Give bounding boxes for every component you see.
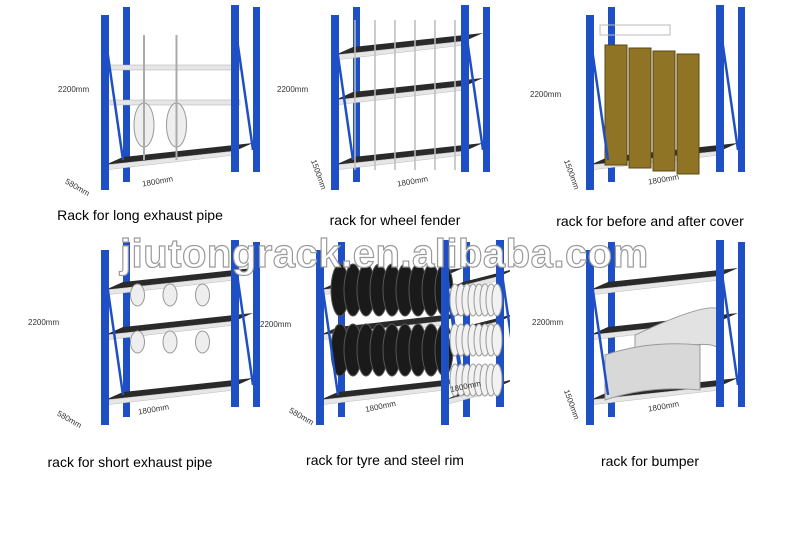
rack-illustration (586, 5, 745, 190)
brace (588, 34, 610, 161)
shelf (320, 378, 463, 400)
upright (253, 242, 260, 407)
cover-panel (604, 44, 628, 166)
brace (588, 269, 610, 396)
rack-illustration (101, 240, 260, 425)
upright (738, 7, 745, 172)
steel-rim (491, 283, 503, 317)
upright (441, 250, 449, 425)
shelf (590, 268, 738, 290)
panel-bumper: 2200mm 1500mm 1800mm (530, 240, 780, 440)
beam (109, 64, 241, 71)
height-dimension: 2200mm (260, 320, 292, 329)
rack-illustration (101, 5, 260, 190)
panel-cover: 2200mm 1500mm 1800mm (530, 5, 780, 205)
panel-tyre-rim: 2200mm 580mm 1800mm 1800mm (260, 240, 510, 440)
panel-wheel-fender: 2200mm 1500mm 1800mm (275, 5, 525, 205)
steel-rim (491, 323, 503, 357)
exhaust-muffler (130, 330, 145, 354)
panel-long-exhaust-pipe: 2200mm 580mm 1800mm (20, 5, 270, 205)
upright (331, 15, 339, 190)
bumper (604, 343, 701, 401)
upright (738, 242, 745, 407)
exhaust-muffler (162, 283, 178, 307)
brace (318, 269, 340, 396)
rack-illustration (331, 5, 490, 190)
height-dimension: 2200mm (58, 85, 90, 94)
caption-cover: rack for before and after cover (556, 213, 744, 229)
upright (231, 5, 239, 172)
shelf (105, 378, 253, 400)
exhaust-muffler (130, 283, 145, 307)
cover-panel (628, 47, 652, 169)
upright (716, 240, 724, 407)
brace (103, 269, 125, 396)
rack-illustration (316, 240, 510, 425)
shelf (335, 33, 483, 55)
upright (231, 240, 239, 407)
cover-panel (676, 53, 700, 175)
brace (233, 259, 255, 386)
upright (316, 250, 324, 425)
caption-long-exhaust-pipe: Rack for long exhaust pipe (57, 207, 223, 223)
rack-illustration (586, 240, 745, 425)
shelf (335, 78, 483, 100)
brace (333, 34, 355, 161)
shelf (335, 143, 483, 165)
caption-short-exhaust-pipe: rack for short exhaust pipe (47, 454, 213, 470)
exhaust-muffler (195, 283, 210, 307)
watermark: jiutongrack.en.alibaba.com (119, 231, 649, 276)
upright (586, 250, 594, 425)
caption-wheel-fender: rack for wheel fender (329, 212, 461, 228)
brace (103, 34, 125, 161)
exhaust-muffler (195, 330, 210, 354)
shelf (105, 313, 253, 335)
panel-short-exhaust-pipe: 2200mm 580mm 1800mm (20, 240, 270, 440)
height-dimension: 2200mm (28, 318, 60, 327)
upright (253, 7, 260, 172)
height-dimension: 2200mm (530, 90, 562, 99)
brace (498, 259, 510, 339)
caption-tyre-rim: rack for tyre and steel rim (306, 452, 464, 468)
exhaust-muffler (162, 330, 178, 354)
height-dimension: 2200mm (277, 85, 309, 94)
upright (586, 15, 594, 190)
brace (463, 24, 485, 151)
cover-panel (652, 50, 676, 172)
upright (496, 240, 504, 407)
upright (483, 7, 490, 172)
steel-rim (491, 363, 503, 397)
upright (101, 250, 109, 425)
hanger (599, 24, 671, 36)
caption-bumper: rack for bumper (600, 453, 700, 469)
height-dimension: 2200mm (532, 318, 564, 327)
upright (716, 5, 724, 172)
brace (233, 24, 255, 151)
brace (718, 259, 740, 386)
upright (101, 15, 109, 190)
upright (123, 7, 130, 182)
upright (461, 5, 469, 172)
shelf (105, 268, 253, 290)
shelf (105, 143, 253, 165)
brace (718, 24, 740, 151)
